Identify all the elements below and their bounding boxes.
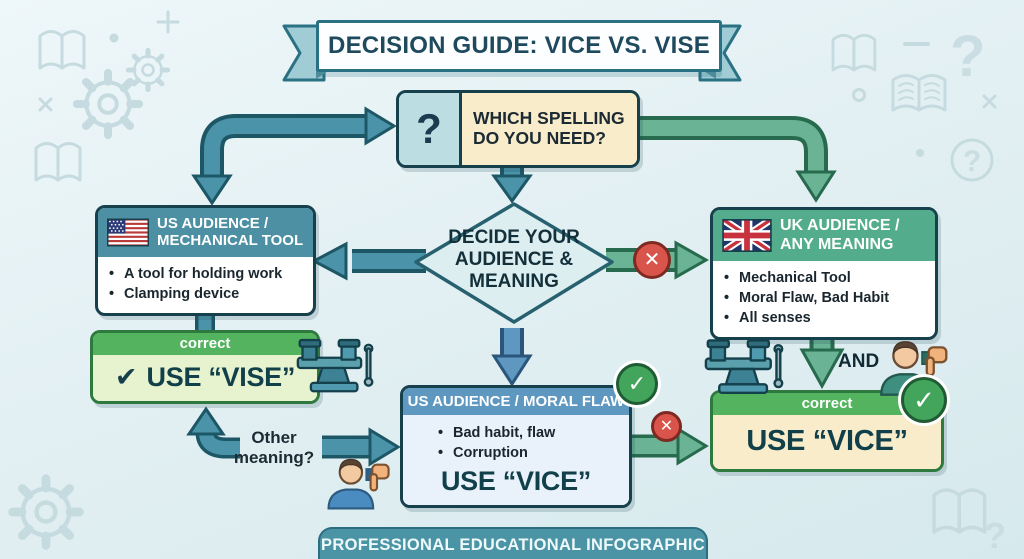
cross-marker-icon: ✕ — [651, 411, 682, 442]
uk-box-bullets: Mechanical Tool Moral Flaw, Bad Habit Al… — [713, 261, 935, 337]
check-marker-icon: ✓ — [616, 363, 658, 405]
question-mark-icon: ? — [984, 515, 1006, 556]
question-mark-icon: ? — [950, 24, 985, 89]
plus-icon — [156, 10, 180, 34]
use-vise-box: correct ✔ USE “VISE” — [90, 330, 320, 405]
footer-text: PROFESSIONAL EDUCATIONAL INFOGRAPHIC — [321, 536, 705, 554]
moral-flaw-box: US AUDIENCE / MORAL FLAW Bad habit, flaw… — [400, 385, 632, 509]
uk-box-title: UK AUDIENCE / ANY MEANING — [780, 217, 900, 253]
check-marker-icon: ✓ — [901, 377, 947, 423]
and-label: AND — [838, 351, 880, 372]
use-vise-body: ✔ USE “VISE” — [93, 355, 317, 402]
arrow-question-to-us — [191, 106, 397, 206]
footer-banner: PROFESSIONAL EDUCATIONAL INFOGRAPHIC — [318, 527, 708, 559]
moral-box-bullets: Bad habit, flaw Corruption — [409, 419, 623, 465]
arrow-moral-to-vice — [628, 426, 709, 466]
bullet-item: Bad habit, flaw — [437, 423, 623, 443]
correct-badge: correct — [93, 333, 317, 355]
person-thumbs-down-icon — [327, 458, 390, 510]
arrow-diamond-to-us — [310, 241, 426, 281]
dot-icon — [109, 33, 119, 43]
question-box: ? WHICH SPELLING DO YOU NEED? — [396, 90, 640, 168]
uk-box-header: UK AUDIENCE / ANY MEANING — [713, 210, 935, 262]
us-box-bullets: A tool for holding work Clamping device — [98, 257, 313, 313]
cross-marker-icon: ✕ — [633, 241, 671, 279]
dot-icon — [916, 149, 924, 157]
bullet-item: Corruption — [437, 443, 623, 463]
uk-flag-icon — [722, 219, 772, 253]
arrow-diamond-to-moral — [491, 328, 533, 387]
question-mark-icon: ? — [963, 145, 981, 178]
bullet-item: Moral Flaw, Bad Habit — [723, 288, 929, 308]
bullet-item: A tool for holding work — [108, 264, 307, 284]
us-box-header: US AUDIENCE / MECHANICAL TOOL — [98, 208, 313, 257]
use-vice-body: USE “VICE” — [713, 415, 941, 470]
bullet-item: All senses — [723, 308, 929, 328]
arrow-uk-to-vice — [799, 336, 845, 390]
circle-icon — [852, 88, 866, 102]
title-ribbon: DECISION GUIDE: VICE VS. VISE — [316, 20, 722, 72]
correct-badge: correct — [713, 393, 941, 415]
decision-diamond — [414, 202, 614, 324]
diamond-label: DECIDE YOUR AUDIENCE & MEANING — [448, 227, 580, 293]
arrow-question-to-diamond — [491, 163, 533, 204]
us-flag-icon — [107, 218, 149, 247]
question-circle-icon — [950, 138, 994, 182]
arrow-other-to-vise — [186, 406, 240, 459]
use-vise-label: USE “VISE” — [146, 362, 296, 392]
use-vice-label: USE “VICE” — [746, 425, 908, 457]
arrow-other-to-moral — [322, 427, 401, 467]
bullet-item: Mechanical Tool — [723, 268, 929, 288]
question-text: WHICH SPELLING DO YOU NEED? — [462, 93, 637, 165]
uk-any-meaning-box: UK AUDIENCE / ANY MEANING Mechanical Too… — [710, 207, 938, 341]
use-vice-label-middle: USE “VICE” — [440, 466, 592, 496]
moral-box-body: Bad habit, flaw Corruption USE “VICE” — [403, 415, 629, 506]
arrow-question-to-uk — [636, 116, 837, 203]
question-icon: ? — [399, 93, 462, 165]
check-icon: ✔ — [114, 361, 138, 392]
us-mechanical-box: US AUDIENCE / MECHANICAL TOOL A tool for… — [95, 205, 316, 316]
vise-tool-icon — [296, 338, 374, 393]
page-title: DECISION GUIDE: VICE VS. VISE — [328, 32, 710, 59]
us-box-title: US AUDIENCE / MECHANICAL TOOL — [157, 215, 304, 250]
vise-tool-icon — [704, 339, 784, 395]
other-meaning-label: Other meaning? — [233, 428, 315, 468]
moral-box-header: US AUDIENCE / MORAL FLAW — [403, 388, 629, 415]
bullet-item: Clamping device — [108, 284, 307, 304]
